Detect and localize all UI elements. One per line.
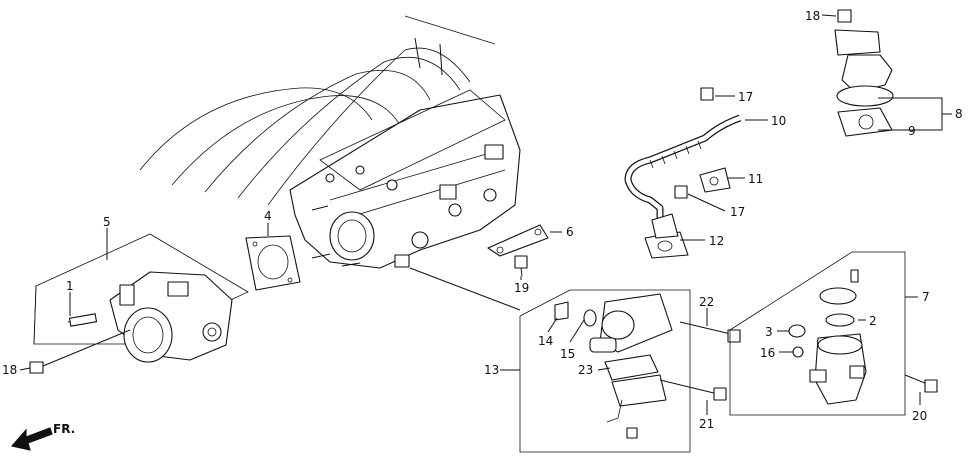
callout-9: 9: [908, 124, 916, 138]
callout-5: 5: [103, 215, 111, 229]
leader-lines: [19, 14, 952, 415]
callout-13: 13: [484, 363, 499, 377]
callout-22: 22: [699, 295, 714, 309]
callout-23: 23: [578, 363, 593, 377]
callout-16: 16: [760, 346, 775, 360]
callout-12: 12: [709, 234, 724, 248]
callout-17: 17: [738, 90, 753, 104]
callout-6: 6: [566, 225, 574, 239]
callout-18: 18: [2, 363, 17, 377]
callout-17: 17: [730, 205, 745, 219]
callout-11: 11: [748, 172, 763, 186]
callout-2: 2: [869, 314, 877, 328]
callout-4: 4: [264, 209, 272, 223]
bracket: [487, 224, 549, 277]
callout-20: 20: [912, 409, 927, 423]
callout-8: 8: [955, 107, 963, 121]
idle-control-valve: [519, 289, 741, 453]
egr-pipe: [624, 87, 742, 259]
callout-18: 18: [805, 9, 820, 23]
callout-19: 19: [514, 281, 529, 295]
callout-14: 14: [538, 334, 553, 348]
callout-21: 21: [699, 417, 714, 431]
front-direction-arrow: FR.: [10, 422, 75, 451]
intake-manifold: [139, 15, 521, 269]
callout-labels: 18 17 10 8 9 11 17 4 5 6 12 7 1 19 22 2 …: [2, 9, 963, 431]
egr-valve: [834, 9, 894, 137]
callout-10: 10: [771, 114, 786, 128]
fast-idle-valve: [729, 251, 938, 416]
callout-1: 1: [66, 279, 74, 293]
throttle-body: [29, 233, 249, 374]
callout-7: 7: [922, 290, 930, 304]
callout-15: 15: [560, 347, 575, 361]
throttle-body-gasket: [245, 235, 301, 291]
direction-label: FR.: [53, 422, 75, 436]
callout-3: 3: [765, 325, 773, 339]
